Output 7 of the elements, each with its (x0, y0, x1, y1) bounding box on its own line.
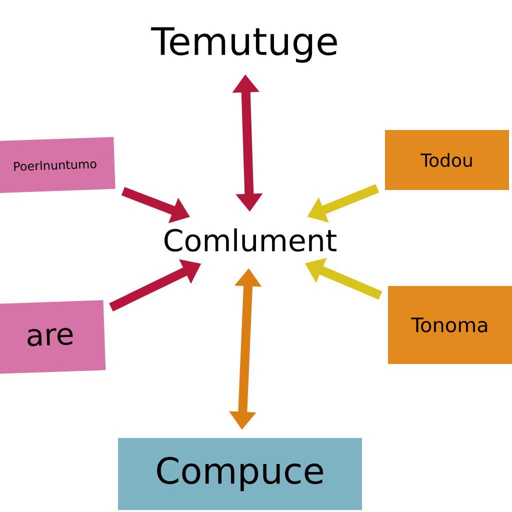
title: Temutuge (151, 27, 337, 63)
sticky-note: Compuce (118, 438, 362, 510)
sticky-note: are (0, 300, 106, 374)
sticky-note: Tonoma (388, 286, 512, 364)
sticky-note: Todou (385, 130, 509, 190)
center-label: Comlument (164, 228, 336, 252)
sticky-note: Poerlnuntumo (0, 136, 116, 194)
